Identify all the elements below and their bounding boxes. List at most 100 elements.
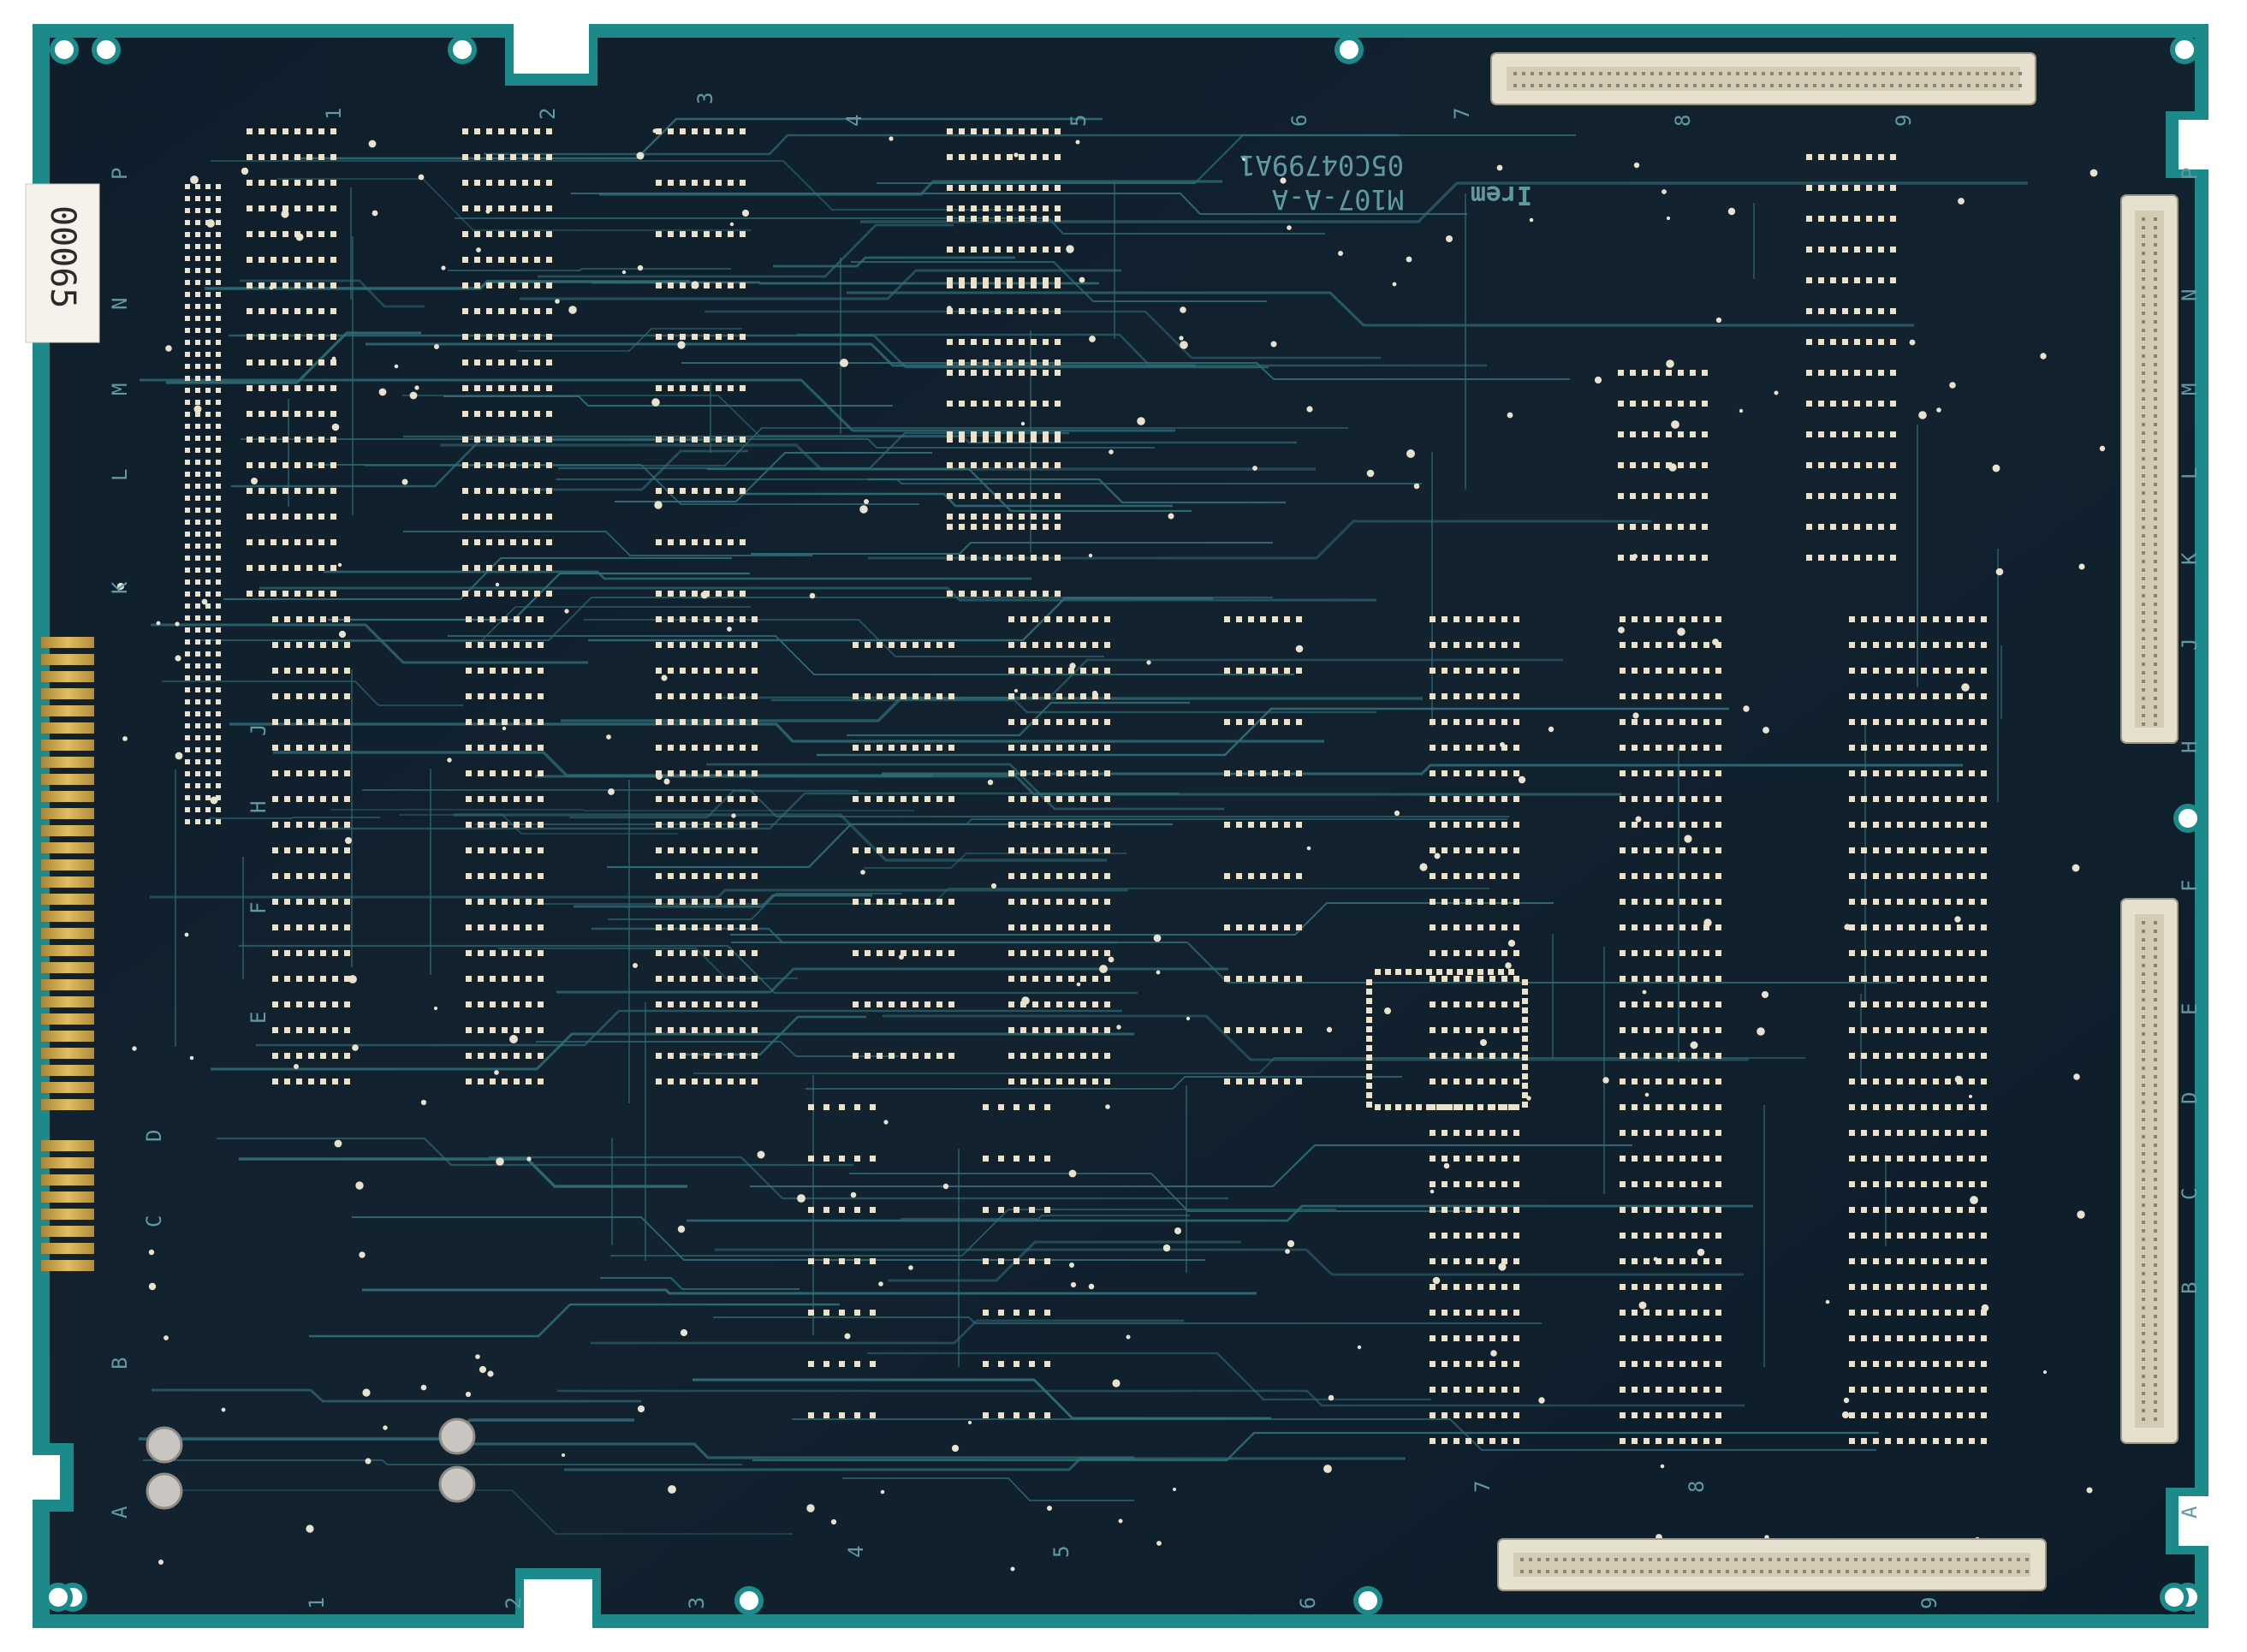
pad (247, 488, 253, 494)
via (652, 128, 657, 134)
pad (752, 693, 758, 699)
pad (1981, 950, 1987, 956)
pad (668, 616, 674, 622)
pad (1272, 770, 1278, 776)
pad (1873, 1207, 1879, 1213)
pad (294, 205, 300, 211)
pad (1691, 719, 1697, 725)
pad (1465, 924, 1471, 930)
pad (971, 154, 977, 160)
pad (1866, 277, 1872, 283)
pad (1945, 822, 1951, 828)
pad (205, 651, 211, 657)
pad (865, 796, 871, 802)
pad (1465, 1438, 1471, 1444)
via (434, 344, 439, 349)
pad (1667, 1258, 1673, 1264)
pad (1032, 950, 1038, 956)
connector-pin (2154, 320, 2157, 324)
pad (1080, 873, 1086, 879)
connector-pin (2142, 972, 2145, 976)
connector-pin (2010, 84, 2013, 87)
pad (1897, 924, 1903, 930)
pad (1702, 370, 1708, 376)
connector-pin (2142, 1349, 2145, 1352)
pad (692, 1027, 698, 1033)
via (2099, 445, 2106, 452)
via (1496, 164, 1503, 171)
pad (901, 847, 907, 853)
pad (478, 1079, 484, 1084)
pad (1690, 555, 1696, 561)
pad (854, 1412, 860, 1418)
pad (270, 539, 276, 545)
pad (330, 334, 336, 340)
serial-sticker: 00065 (25, 183, 100, 343)
pad (1842, 462, 1848, 468)
pad (1284, 719, 1290, 725)
connector-pin (2142, 1246, 2145, 1250)
pad (195, 244, 200, 249)
pad (740, 976, 746, 982)
pad (1702, 462, 1708, 468)
pad (728, 899, 734, 905)
pad (1897, 1053, 1903, 1059)
pad (502, 1001, 508, 1007)
pad (216, 376, 221, 381)
pad (514, 924, 520, 930)
pad (216, 783, 221, 788)
pad (534, 565, 540, 571)
pad (716, 873, 722, 879)
pad (1909, 796, 1915, 802)
pad (462, 539, 468, 545)
connector-pin (1726, 1570, 1729, 1573)
pad (486, 128, 492, 134)
trace (704, 310, 1381, 360)
connector-pin (2142, 534, 2145, 538)
pad (526, 1053, 532, 1059)
pad (1981, 924, 1987, 930)
pad (1031, 339, 1037, 345)
pad (1885, 1438, 1891, 1444)
pad (1644, 1438, 1650, 1444)
connector-pin (2142, 389, 2145, 392)
connector-pin (2142, 585, 2145, 589)
via (677, 341, 686, 349)
pad (1897, 1233, 1903, 1239)
connector-pin (1513, 84, 1517, 87)
pad (514, 693, 520, 699)
via (908, 1265, 913, 1270)
pad (195, 292, 200, 297)
pad (538, 745, 544, 751)
connector-pin (2154, 371, 2157, 375)
pad (1043, 185, 1049, 191)
pad (1715, 642, 1721, 648)
pad (308, 822, 314, 828)
pad (971, 247, 977, 253)
pad (1849, 745, 1855, 751)
connector-pin (2142, 1358, 2145, 1361)
pad (1019, 493, 1025, 499)
pad (344, 1001, 350, 1007)
mounting-hole (2173, 804, 2202, 833)
connector-pin (1537, 1570, 1541, 1573)
pad (1878, 339, 1884, 345)
pad (1620, 1335, 1626, 1341)
pad (1897, 770, 1903, 776)
pad (1019, 462, 1025, 468)
connector-pin (1856, 84, 1859, 87)
pad (294, 360, 300, 365)
pad (195, 496, 200, 501)
pad (1679, 1027, 1685, 1033)
connector-pin (1813, 84, 1816, 87)
pad (216, 687, 221, 692)
pad (522, 205, 528, 211)
pad (1430, 642, 1436, 648)
pad (247, 205, 253, 211)
pad (947, 339, 953, 345)
pad (704, 668, 710, 674)
pad (1465, 1258, 1471, 1264)
pad (247, 308, 253, 314)
pad (1703, 1053, 1709, 1059)
connector-pin (1871, 1570, 1875, 1573)
